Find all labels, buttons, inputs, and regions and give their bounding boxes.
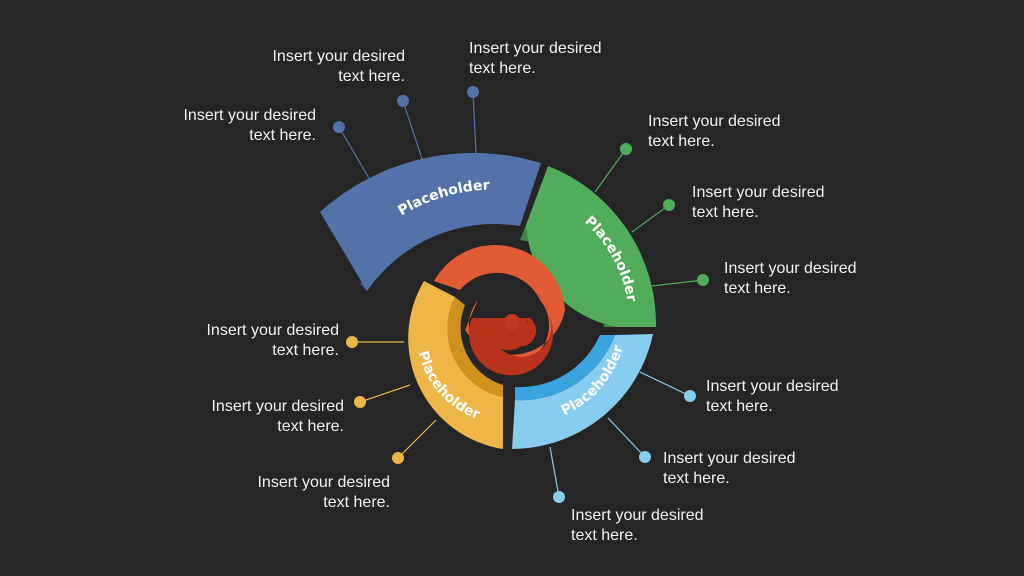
connector-dot — [684, 390, 696, 402]
callout-line1: Insert your desired — [183, 107, 316, 124]
connector-line — [359, 384, 411, 403]
segment-yellow-inner-shadow — [447, 297, 503, 397]
connector-lines — [338, 91, 704, 498]
callout-green-1: Insert your desired text here. — [648, 112, 818, 152]
callout-blue-1: Insert your desired text here. — [146, 106, 316, 146]
connector-dot — [397, 95, 409, 107]
callout-line1: Insert your desired — [706, 378, 839, 395]
callout-line1: Insert your desired — [663, 450, 796, 467]
connector-line — [402, 100, 424, 163]
callout-line1: Insert your desired — [692, 184, 825, 201]
connector-dot — [346, 336, 358, 348]
callout-line2: text here. — [272, 342, 339, 359]
callout-yellow-2: Insert your desired text here. — [174, 397, 344, 437]
connector-line — [594, 148, 627, 193]
connector-dot — [553, 491, 565, 503]
callout-line2: text here. — [724, 280, 791, 297]
callout-line2: text here. — [323, 494, 390, 511]
connector-dot — [467, 86, 479, 98]
callout-line2: text here. — [277, 418, 344, 435]
connector-dot — [639, 451, 651, 463]
callout-line1: Insert your desired — [206, 322, 339, 339]
connector-line — [397, 419, 437, 459]
connector-dot — [663, 199, 675, 211]
spiral-inner-band — [469, 310, 554, 376]
connector-dot — [697, 274, 709, 286]
spiral-center — [434, 245, 565, 376]
callout-light-blue-1: Insert your desired text here. — [706, 377, 876, 417]
connector-line — [639, 371, 691, 397]
callout-line2: text here. — [249, 127, 316, 144]
connector-dots — [333, 86, 709, 503]
callout-line2: text here. — [663, 470, 730, 487]
callout-line1: Insert your desired — [211, 398, 344, 415]
segment-blue — [320, 152, 541, 291]
connector-line — [472, 91, 477, 155]
callout-green-2: Insert your desired text here. — [692, 183, 862, 223]
connector-line — [607, 417, 646, 458]
callout-blue-3: Insert your desired text here. — [469, 39, 639, 79]
segment-light-blue — [512, 334, 653, 449]
segment-yellow — [408, 281, 503, 449]
callout-light-blue-3: Insert your desired text here. — [571, 506, 741, 546]
callout-line1: Insert your desired — [272, 48, 405, 65]
callout-light-blue-2: Insert your desired text here. — [663, 449, 833, 489]
callout-line1: Insert your desired — [724, 260, 857, 277]
spiral-outer-band — [434, 245, 565, 366]
connector-line — [338, 126, 371, 181]
callout-line2: text here. — [692, 204, 759, 221]
callout-line2: text here. — [648, 133, 715, 150]
connector-dot — [392, 452, 404, 464]
callout-line2: text here. — [706, 398, 773, 415]
segment-green — [520, 166, 657, 327]
callout-yellow-1: Insert your desired text here. — [169, 321, 339, 361]
callout-line1: Insert your desired — [571, 507, 704, 524]
segment-blue-band — [320, 152, 541, 291]
connector-dot — [620, 143, 632, 155]
segment-light-blue-band — [512, 334, 653, 449]
callout-line1: Insert your desired — [648, 113, 781, 130]
callout-line1: Insert your desired — [469, 40, 602, 57]
connector-line — [631, 204, 670, 233]
callout-line1: Insert your desired — [257, 474, 390, 491]
callout-yellow-3: Insert your desired text here. — [220, 473, 390, 513]
callout-line2: text here. — [338, 68, 405, 85]
segment-light-blue-inner-shadow — [515, 335, 615, 401]
segment-yellow-band — [408, 281, 503, 449]
connector-dot — [354, 396, 366, 408]
connector-line — [651, 279, 704, 287]
callout-line2: text here. — [571, 527, 638, 544]
spiral-core — [504, 314, 520, 330]
connector-line — [549, 446, 560, 498]
callout-line2: text here. — [469, 60, 536, 77]
callout-green-3: Insert your desired text here. — [724, 259, 894, 299]
callout-blue-2: Insert your desired text here. — [235, 47, 405, 87]
connector-dot — [333, 121, 345, 133]
